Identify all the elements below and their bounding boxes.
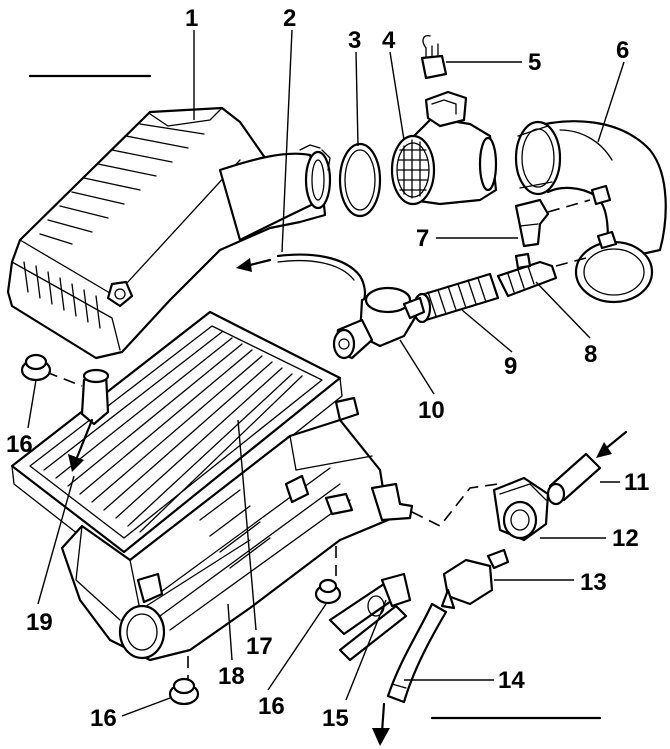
callout-15: 15 [322, 705, 349, 732]
callout-13: 13 [580, 569, 607, 596]
air-mass-meter [390, 90, 498, 206]
callout-10: 10 [418, 397, 445, 424]
callout-3: 3 [348, 27, 361, 54]
breather-fitting [496, 252, 558, 298]
callout-14: 14 [498, 667, 525, 694]
callout-18: 18 [218, 663, 245, 690]
callout-17: 17 [246, 633, 273, 660]
seal-ring [338, 142, 382, 218]
callout-7: 7 [416, 225, 429, 252]
callout-16-bottom: 16 [90, 705, 117, 732]
flow-arrow-down [380, 702, 386, 734]
small-hose [276, 253, 367, 302]
grommet-left [20, 353, 52, 382]
flow-arrow-right [602, 430, 628, 452]
callout-11: 11 [624, 469, 649, 496]
dashed-line-16-19 [45, 371, 83, 387]
grommet-bottom [168, 677, 200, 706]
callout-19: 19 [26, 609, 53, 636]
corrugated-hose [412, 272, 500, 324]
flow-arrow-right-head [596, 442, 612, 458]
air-filter-element [10, 310, 343, 571]
callout-16-left: 16 [6, 431, 33, 458]
intake-hose [514, 120, 667, 304]
hose-clip [514, 198, 550, 248]
vacuum-hose [386, 602, 448, 704]
leader-lines [27, 29, 625, 717]
air-filter-lower-housing [60, 396, 414, 662]
callout-12: 12 [612, 525, 639, 552]
flow-arrow-down-head [372, 728, 390, 746]
flow-arrow-left-head [236, 258, 252, 272]
air-filter-cover [6, 106, 332, 360]
callout-8: 8 [584, 341, 597, 368]
callout-6: 6 [616, 37, 629, 64]
callout-5: 5 [528, 49, 541, 76]
callout-2: 2 [283, 5, 296, 32]
check-valve [440, 548, 510, 610]
idle-air-valve [332, 286, 426, 360]
temperature-valve [68, 368, 110, 472]
connector-plug [420, 34, 448, 80]
callout-9: 9 [504, 353, 517, 380]
callout-1: 1 [185, 5, 198, 32]
callout-16-middle: 16 [258, 693, 285, 720]
callout-4: 4 [382, 27, 396, 54]
dashed-line-housing-12 [411, 483, 499, 528]
short-tube [546, 452, 602, 506]
dashed-line-8-6 [555, 257, 587, 267]
connector-pipe [328, 572, 412, 662]
dashed-line-7-6 [547, 199, 591, 213]
valve-housing [492, 476, 550, 542]
grommet-middle [314, 578, 342, 605]
